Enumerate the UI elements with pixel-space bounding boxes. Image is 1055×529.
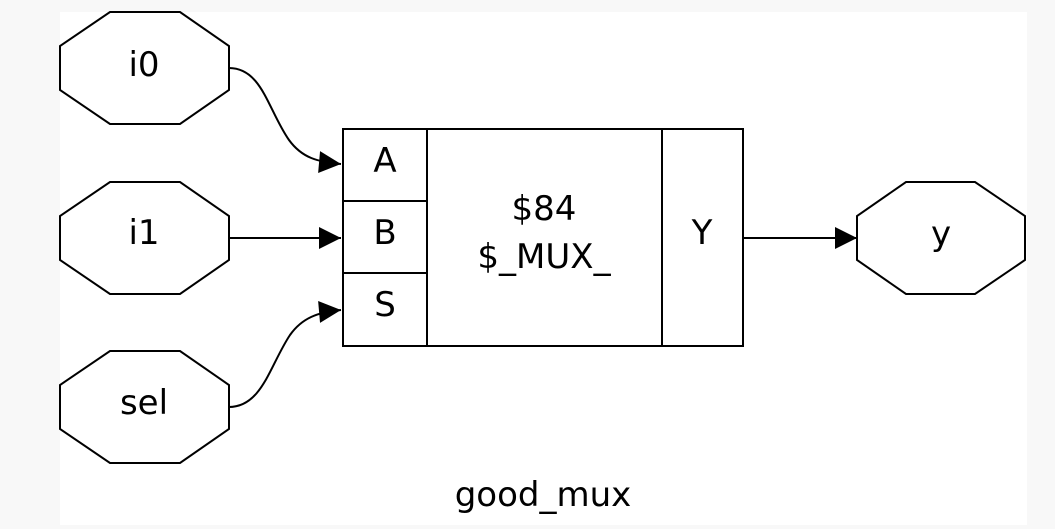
input-port-i0[interactable]: i0 bbox=[59, 11, 230, 125]
diagram-panel bbox=[60, 12, 1027, 525]
mux-cell-type: $_MUX_ bbox=[477, 237, 611, 277]
mux-port-a-label: A bbox=[373, 141, 396, 181]
output-port-y[interactable]: y bbox=[856, 181, 1026, 295]
wire-sel-to-s bbox=[228, 300, 342, 408]
mux-port-b-label: B bbox=[373, 213, 396, 253]
output-port-y-label: y bbox=[931, 214, 951, 254]
diagram-title: good_mux bbox=[455, 475, 632, 515]
mux-port-y-label: Y bbox=[691, 213, 713, 253]
mux-port-s-label: S bbox=[374, 285, 396, 325]
input-port-i1-label: i1 bbox=[128, 213, 159, 253]
input-port-i0-label: i0 bbox=[128, 45, 159, 85]
mux-cell-id: $84 bbox=[512, 189, 577, 229]
input-port-i1[interactable]: i1 bbox=[59, 181, 230, 295]
input-port-sel[interactable]: sel bbox=[59, 350, 230, 464]
wire-i0-to-a bbox=[228, 67, 342, 174]
input-port-sel-label: sel bbox=[120, 383, 168, 423]
